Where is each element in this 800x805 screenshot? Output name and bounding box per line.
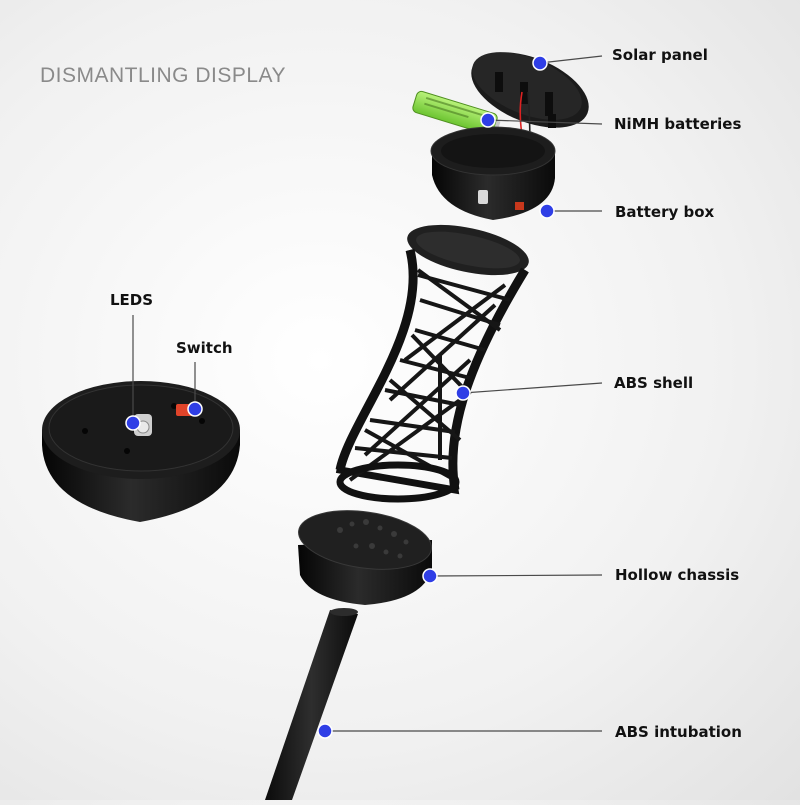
marker-switch — [187, 401, 203, 417]
label-solar-panel: Solar panel — [612, 46, 708, 64]
label-hollow-chassis: Hollow chassis — [615, 566, 740, 584]
marker-battery-box — [539, 203, 555, 219]
battery-box-part — [430, 126, 556, 220]
label-nimh-batteries: NiMH batteries — [614, 115, 742, 133]
label-leds: LEDS — [110, 291, 154, 309]
abs-shell-part — [335, 224, 529, 503]
marker-leds — [125, 415, 141, 431]
solar-panel-part — [471, 52, 589, 151]
page-title: DISMANTLING DISPLAY — [40, 64, 286, 87]
hollow-chassis-part — [298, 510, 432, 605]
led-base-unit — [42, 381, 240, 522]
nimh-battery-part — [412, 90, 501, 136]
marker-dots — [125, 55, 555, 739]
label-switch: Switch — [176, 339, 233, 357]
abs-intubation-part — [265, 608, 358, 800]
marker-nimh-batteries — [480, 112, 496, 128]
label-battery-box: Battery box — [615, 203, 715, 221]
marker-hollow-chassis — [422, 568, 438, 584]
marker-abs-intubation — [317, 723, 333, 739]
label-abs-intubation: ABS intubation — [615, 723, 742, 741]
leader-lines — [132, 55, 603, 732]
marker-abs-shell — [455, 385, 471, 401]
label-abs-shell: ABS shell — [614, 374, 694, 392]
marker-solar-panel — [532, 55, 548, 71]
